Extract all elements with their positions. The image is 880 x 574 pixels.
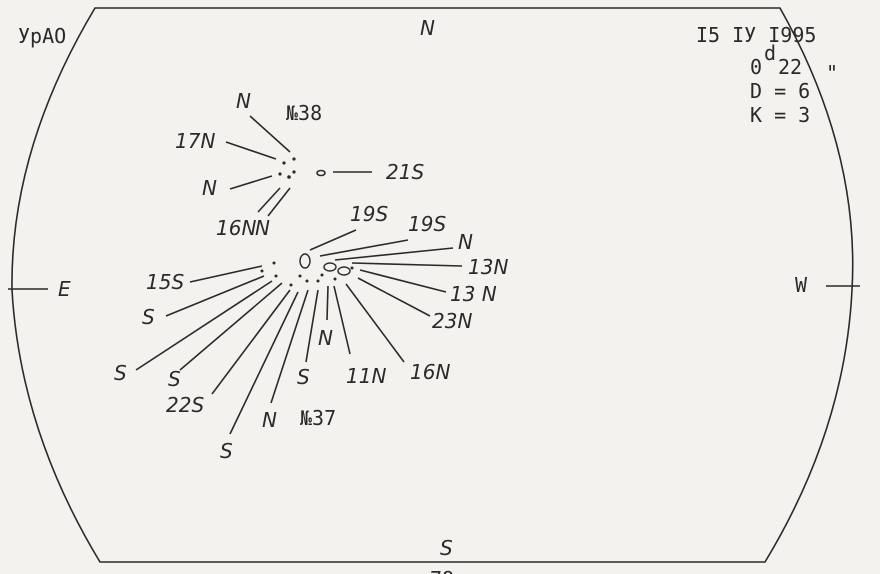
spots-group-37 — [260, 253, 354, 287]
label-3: N — [202, 176, 217, 200]
page-number: 78 — [430, 567, 454, 574]
label-13: 15S — [146, 270, 184, 294]
label-8: 19S — [408, 212, 446, 236]
label-2: 17N — [175, 129, 215, 153]
label-19: N — [262, 408, 277, 432]
east-label: E — [58, 277, 71, 301]
label-14: S — [142, 305, 155, 329]
disk-outline — [11, 7, 854, 563]
time-value: 22 — [778, 55, 802, 79]
label-22: 11N — [346, 364, 386, 388]
label-1: N — [236, 89, 251, 113]
leader-lines — [135, 115, 463, 435]
label-11: 13 N — [450, 282, 497, 306]
label-9: N — [458, 230, 473, 254]
label-7: 19S — [350, 202, 388, 226]
label-4: 21S — [386, 160, 424, 184]
label-18: S — [220, 439, 233, 463]
label-21: N — [318, 326, 333, 350]
label-6: N — [255, 216, 270, 240]
south-label: S — [440, 536, 453, 560]
group-37-label: №37 — [300, 406, 336, 430]
spots-group-38 — [278, 157, 326, 179]
label-5: 16N — [216, 216, 256, 240]
date-label: I5 IУ I995 — [696, 23, 816, 47]
time-main: 0 — [750, 55, 762, 79]
label-23: 16N — [410, 360, 450, 384]
resolution-label: D = 6 — [750, 79, 810, 103]
label-15: S — [114, 361, 127, 385]
resolution-sup: " — [826, 61, 838, 85]
label-17: 22S — [166, 393, 204, 417]
label-12: 23N — [432, 309, 472, 333]
label-16: S — [168, 367, 181, 391]
north-label: N — [420, 16, 435, 40]
time-sup: d — [764, 41, 776, 65]
label-20: S — [297, 365, 310, 389]
west-label: W — [795, 273, 808, 297]
group-38-label: №38 — [286, 101, 322, 125]
k-label: K = 3 — [750, 103, 810, 127]
label-10: 13N — [468, 255, 508, 279]
observatory-label: УрАО — [18, 24, 66, 48]
